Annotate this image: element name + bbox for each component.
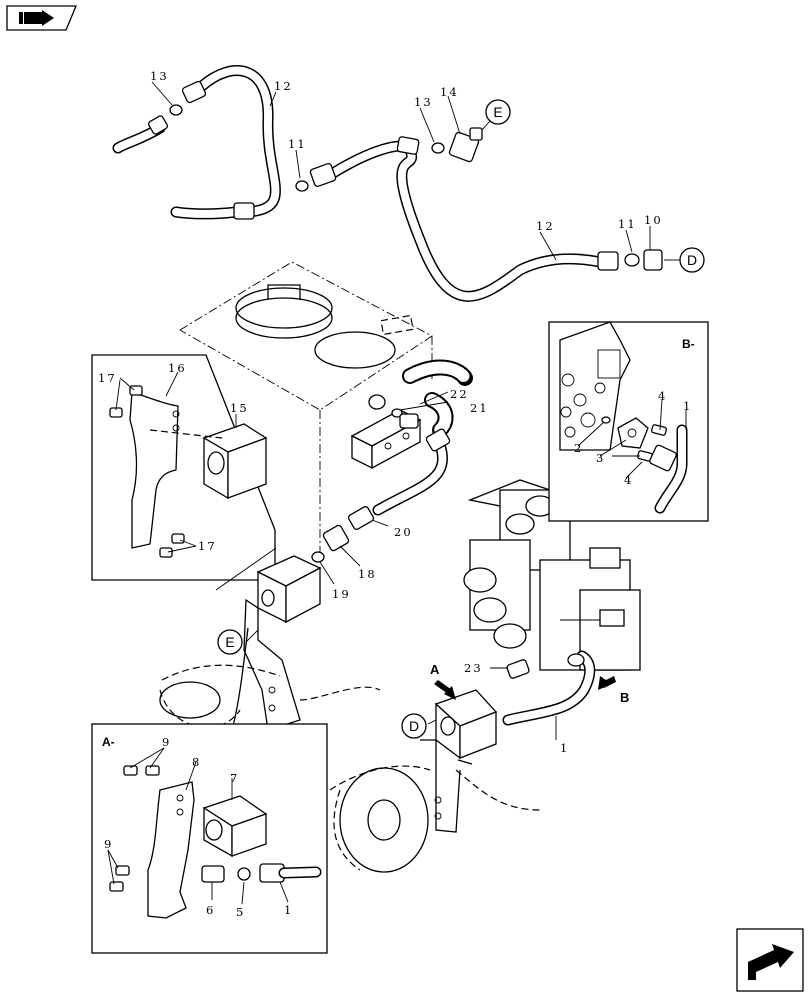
elbow-fitting-14	[448, 127, 483, 163]
part-number-18: 18	[358, 567, 377, 581]
callout-d-top: D	[679, 247, 705, 273]
plug-23	[506, 659, 530, 679]
part-number-10: 10	[644, 213, 663, 227]
callout-d-lower-label: D	[409, 718, 419, 734]
next-page-arrow-icon[interactable]	[736, 928, 804, 992]
part-number-13a: 13	[150, 69, 169, 83]
callout-e-top-label: E	[493, 104, 502, 120]
view-arrow-a-label: A	[430, 662, 440, 677]
o-ring-11-right	[624, 253, 640, 267]
part-number-1c: 1	[284, 903, 293, 917]
detail-view-a-parts	[109, 765, 322, 919]
part-number-15: 15	[230, 401, 249, 415]
part-number-22: 22	[450, 387, 469, 401]
callout-d-lower: D	[401, 713, 427, 739]
part-number-21: 21	[470, 401, 489, 415]
o-ring-11-left	[295, 180, 309, 192]
valve-block-assembly	[159, 555, 381, 731]
hose-12-upper	[112, 65, 281, 220]
part-number-3: 3	[596, 451, 605, 465]
fitting-21	[399, 413, 419, 429]
view-arrow-b-label: B	[620, 690, 629, 705]
o-ring-22	[368, 394, 386, 410]
callout-e-lower-label: E	[225, 634, 234, 650]
part-number-19: 19	[332, 587, 351, 601]
o-ring-21	[391, 408, 403, 418]
detail-view-bracket	[91, 354, 277, 591]
part-number-8: 8	[192, 755, 201, 769]
part-number-12b: 12	[536, 219, 555, 233]
part-number-1b: 1	[683, 399, 692, 413]
part-number-4b: 4	[624, 473, 633, 487]
view-arrow-a-shape	[434, 680, 456, 700]
catalog-book-icon[interactable]	[6, 5, 77, 31]
part-number-4a: 4	[658, 389, 667, 403]
detail-a-label: A-	[102, 735, 115, 749]
leader-lines	[107, 91, 687, 905]
part-number-9a: 9	[162, 735, 171, 749]
part-number-14: 14	[440, 85, 459, 99]
part-number-17a: 17	[98, 371, 117, 385]
part-number-labels: 13 12 11 13 14 12 11 10 4 1 2 3 4 22 21 …	[98, 69, 692, 919]
callout-e-lower: E	[217, 629, 243, 655]
part-number-12a: 12	[274, 79, 293, 93]
part-number-13b: 13	[414, 95, 433, 109]
corrugated-hose-22	[402, 359, 473, 438]
hose-12-long	[309, 136, 619, 302]
part-number-6: 6	[206, 903, 215, 917]
part-number-9b: 9	[104, 837, 113, 851]
part-number-16: 16	[168, 361, 187, 375]
valve-block-d	[329, 689, 541, 873]
part-number-11a: 11	[288, 137, 307, 151]
callout-e-top: E	[485, 99, 511, 125]
part-number-23: 23	[464, 661, 483, 675]
part-number-1a: 1	[560, 741, 569, 755]
part-number-7: 7	[230, 771, 239, 785]
hose-1-main	[502, 650, 596, 726]
part-number-5: 5	[236, 905, 245, 919]
part-number-17b: 17	[198, 539, 217, 553]
view-arrow-b-shape	[598, 676, 616, 690]
o-ring-19	[311, 551, 325, 563]
hose-20	[347, 428, 451, 530]
adapter-18	[322, 524, 350, 552]
part-number-2: 2	[574, 441, 583, 455]
hydraulic-tank	[179, 261, 433, 560]
callout-d-top-label: D	[687, 252, 697, 268]
o-ring-13-right	[431, 142, 445, 154]
o-ring-13	[169, 104, 183, 116]
part-number-20: 20	[394, 525, 413, 539]
adapter-10	[643, 249, 663, 271]
part-number-11b: 11	[618, 217, 637, 231]
detail-b-label: B-	[682, 337, 695, 351]
